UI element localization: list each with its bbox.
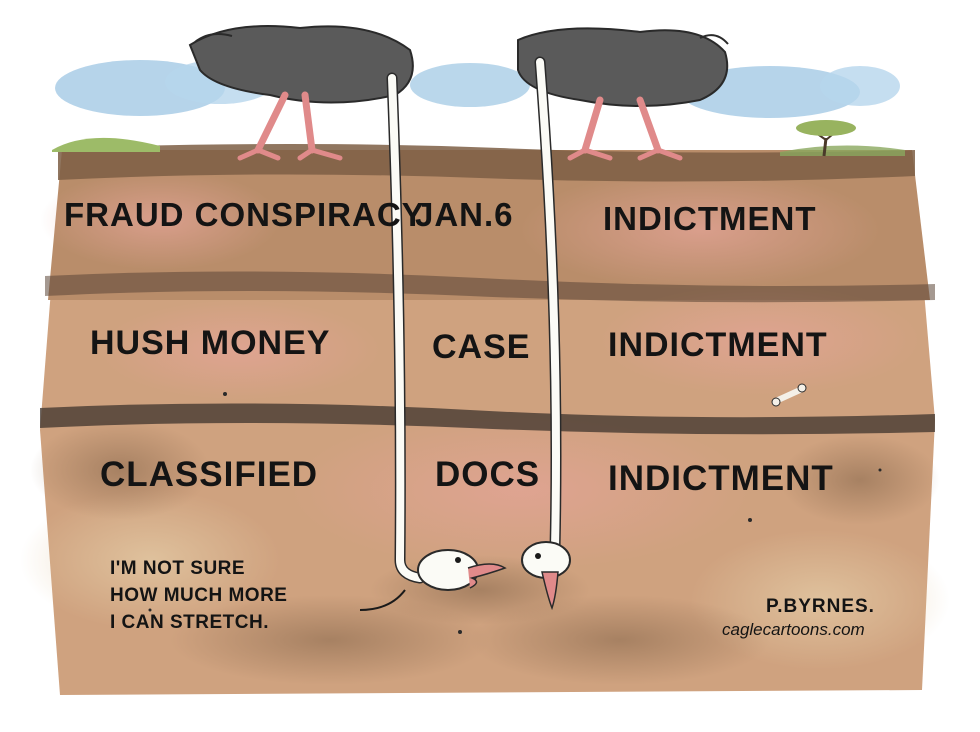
caption-line-1: I'M NOT SURE — [110, 558, 246, 579]
pebble-dots — [148, 392, 882, 634]
label-jan6: JAN.6 — [415, 196, 514, 233]
publisher-credit: caglecartoons.com — [722, 620, 865, 639]
artist-signature: P.BYRNES. — [766, 596, 875, 617]
acacia-tree — [796, 120, 856, 157]
label-classified: CLASSIFIED — [100, 455, 319, 494]
label-indictment-3: INDICTMENT — [608, 459, 834, 498]
bone-sketch — [771, 383, 807, 407]
left-ostrich — [188, 25, 507, 591]
right-ostrich — [517, 27, 729, 611]
speech-caption: I'M NOT SURE HOW MUCH MORE I CAN STRETCH… — [110, 555, 287, 636]
caption-line-2: HOW MUCH MORE — [110, 585, 288, 606]
label-docs: DOCS — [435, 455, 541, 494]
label-indictment-1: INDICTMENT — [603, 200, 817, 237]
horizon-grass — [52, 137, 905, 156]
caption-pointer — [359, 589, 406, 611]
label-fraud-conspiracy: FRAUD CONSPIRACY — [64, 196, 425, 233]
label-indictment-2: INDICTMENT — [608, 326, 828, 364]
caption-line-3: I CAN STRETCH. — [110, 612, 269, 633]
label-hush-money: HUSH MONEY — [90, 324, 331, 362]
sky-clouds — [55, 60, 900, 118]
label-case: CASE — [432, 328, 531, 366]
soil-cross-section — [20, 144, 950, 695]
